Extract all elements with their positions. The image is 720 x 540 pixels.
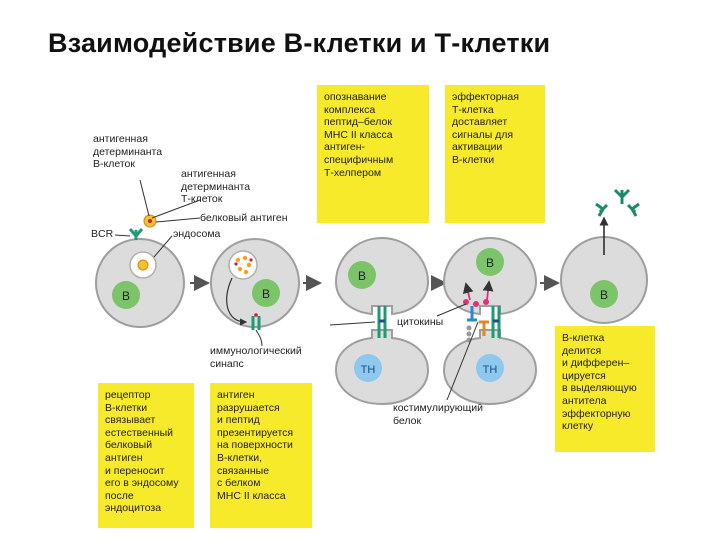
label-protein-antigen: белковый антиген (200, 212, 288, 224)
nucleus-label: B (358, 269, 366, 283)
cytokine-arrow (482, 280, 494, 301)
box-antigen-processing: антиген разрушается и пептид презентируе… (210, 383, 312, 528)
b-cell-3 (334, 236, 430, 316)
nucleus-t (476, 354, 504, 382)
label-costimulatory-protein: костимулирующий белок (393, 402, 484, 427)
nucleus-label: B (600, 288, 608, 302)
nucleus (252, 279, 280, 307)
nucleus-t-label: TH (361, 364, 376, 376)
label-t-cell-epitope: антигенная детерминанта Т-клеток (181, 168, 251, 206)
nucleus (112, 281, 140, 309)
nucleus-t-label: TH (483, 364, 498, 376)
bcr-receptor (128, 228, 144, 240)
box-b-cell-division: В-клетка делится и дифферен– цируется в … (555, 326, 655, 452)
label-endosome: эндосома (173, 228, 221, 240)
nucleus-label: B (262, 287, 270, 301)
box-effector: эффекторная Т-клетка доставляет сигналы … (445, 85, 545, 223)
antigen-in-endosome (137, 259, 149, 271)
b-cell-1: B (95, 214, 185, 328)
page-title: Взаимодействие В-клетки и Т-клетки (48, 28, 551, 58)
cytokine-arrow (462, 282, 474, 301)
nucleus-t (354, 354, 382, 382)
nucleus-label: B (486, 256, 494, 270)
th-cell-1 (334, 329, 430, 406)
nucleus (348, 261, 376, 289)
box-recognition: опознавание комплекса пептид–белок MHC I… (317, 85, 429, 223)
costimulatory-ligand (479, 320, 489, 336)
b-t-interaction-2: B TH (442, 236, 538, 406)
nucleus-label: B (122, 289, 130, 303)
label-bcr: BCR (91, 228, 114, 240)
nucleus (476, 248, 504, 276)
endosome-vesicle (228, 250, 258, 280)
b-t-interaction-1: B TH (334, 236, 430, 406)
antibody-icon (595, 202, 609, 217)
label-immunological-synapse: иммунологический синапс (210, 345, 302, 370)
b-cell-2: B (210, 238, 300, 330)
label-b-cell-epitope: антигенная детерминанта В-клеток (93, 133, 163, 171)
costimulatory-receptor (467, 306, 477, 322)
b-cell-5: B (560, 188, 648, 324)
nucleus (590, 280, 618, 308)
antibody-icon (626, 202, 640, 217)
label-cytokines: цитокины (397, 316, 444, 328)
box-receptor: рецептор В-клетки связывает естественный… (98, 383, 194, 528)
antibody-icon (613, 188, 631, 204)
mhc-ii-complex (251, 316, 261, 330)
